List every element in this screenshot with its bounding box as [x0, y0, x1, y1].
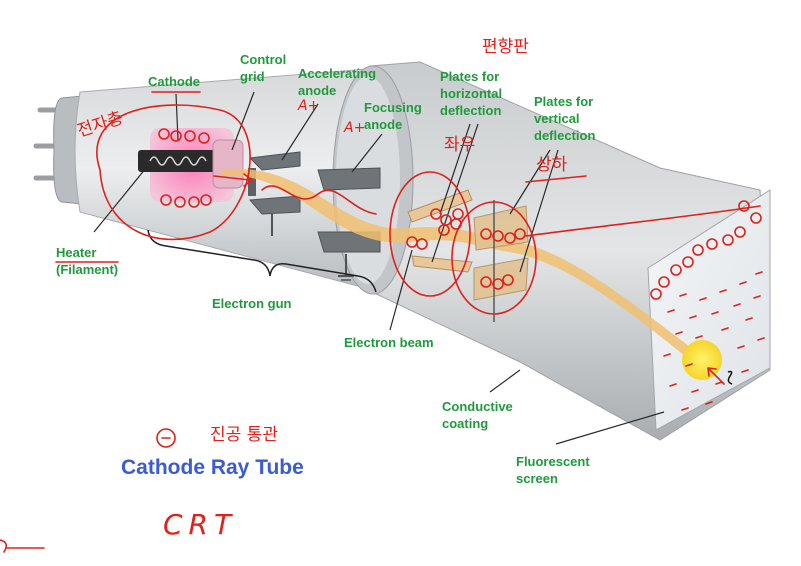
heater-coil — [138, 150, 222, 172]
note-up-down: 상하 — [536, 155, 568, 175]
note-deflection-plate: 편향판 — [482, 37, 529, 57]
label-electron-gun: Electron gun — [212, 296, 292, 311]
tube-base — [53, 95, 83, 205]
label-electron-beam: Electron beam — [344, 335, 434, 350]
label-conductive-coating: Conductive coating — [442, 399, 513, 431]
spot-marker — [727, 370, 733, 385]
label-cathode: Cathode — [148, 74, 200, 89]
fluorescent-screen-face — [647, 189, 771, 431]
label-plates-vertical: Plates for vertical deflection — [534, 94, 596, 143]
label-control-grid: Control grid — [240, 52, 287, 84]
note-left-right: 좌우 — [444, 135, 476, 155]
diagram-title: Cathode Ray Tube — [121, 456, 304, 479]
electron-gun-bracket — [147, 229, 377, 293]
label-heater: Heater (Filament) — [56, 245, 119, 277]
note-bottom: 진공 통관 — [210, 425, 278, 445]
label-focusing-anode: Focusing anode — [364, 100, 422, 132]
label-fluorescent-screen: Fluorescent screen — [516, 454, 590, 486]
note-crt: CRT — [163, 508, 238, 541]
label-accelerating-anode: Accelerating anode — [298, 66, 377, 98]
note-a-plus-1: A+ — [298, 98, 320, 114]
screen-spot — [682, 340, 722, 380]
electron-beam — [222, 169, 705, 368]
label-plates-horizontal: Plates for horizontal deflection — [440, 69, 503, 118]
control-grid-shape — [212, 139, 244, 189]
handwritten-annotations — [0, 91, 765, 553]
note-a-plus-2: A+ — [344, 120, 366, 136]
accelerating-anode-shape — [248, 151, 301, 215]
